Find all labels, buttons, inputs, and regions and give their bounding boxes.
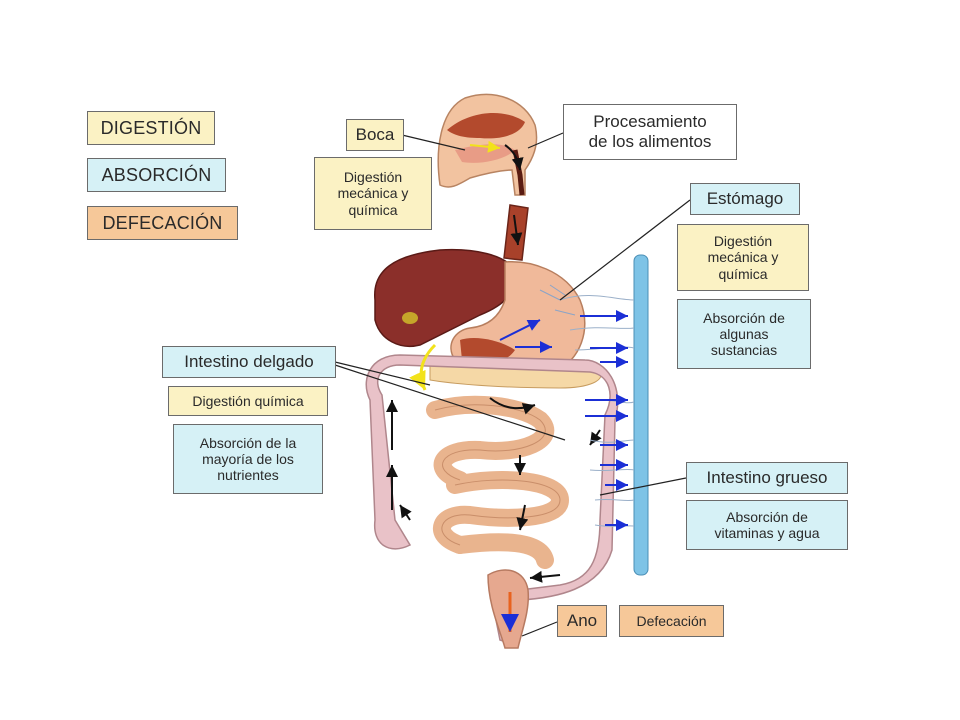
small-intestine bbox=[426, 395, 570, 569]
legend-absorption: ABSORCIÓN bbox=[87, 158, 226, 192]
delgado-absorcion: Absorción de la mayoría de los nutriente… bbox=[173, 424, 323, 494]
flow-arrows bbox=[386, 397, 602, 583]
estomago-digestion: Digestión mecánica y química bbox=[677, 224, 809, 291]
label-boca: Boca bbox=[346, 119, 404, 151]
grueso-absorcion: Absorción de vitaminas y agua bbox=[686, 500, 848, 550]
boca-description: Digestión mecánica y química bbox=[314, 157, 432, 230]
capillaries bbox=[559, 295, 635, 527]
large-intestine bbox=[365, 354, 619, 647]
label-ano: Ano bbox=[557, 605, 607, 637]
defecacion-label: Defecación bbox=[619, 605, 724, 637]
esophagus bbox=[503, 204, 529, 261]
blood-vessel bbox=[633, 254, 649, 576]
label-intestino-delgado: Intestino delgado bbox=[162, 346, 336, 378]
label-procesamiento: Procesamiento de los alimentos bbox=[563, 104, 737, 160]
mouth-cavity bbox=[437, 93, 538, 196]
legend-defecation: DEFECACIÓN bbox=[87, 206, 238, 240]
label-intestino-grueso: Intestino grueso bbox=[686, 462, 848, 494]
label-estomago: Estómago bbox=[690, 183, 800, 215]
leader-lines bbox=[334, 132, 691, 637]
estomago-absorcion: Absorción de algunas sustancias bbox=[677, 299, 811, 369]
legend-digestion: DIGESTIÓN bbox=[87, 111, 215, 145]
gallbladder bbox=[402, 312, 418, 324]
yellow-arrow bbox=[409, 343, 437, 391]
absorption-arrows bbox=[499, 310, 628, 531]
delgado-digestion: Digestión química bbox=[168, 386, 328, 416]
